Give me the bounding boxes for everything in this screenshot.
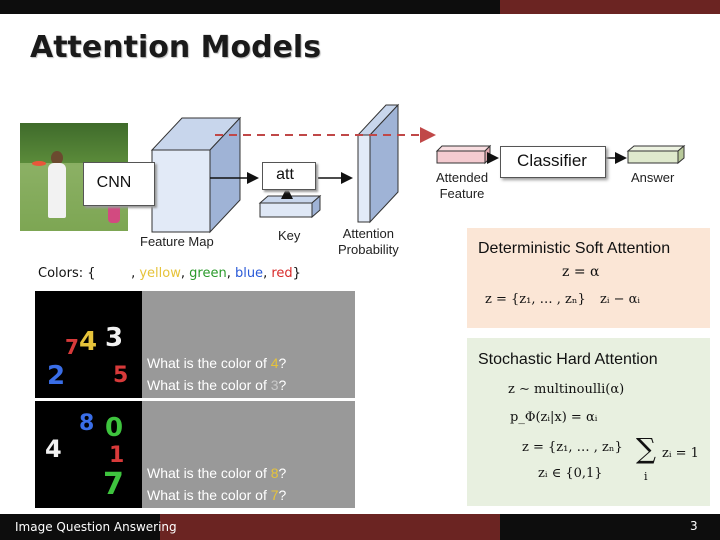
digit-image-1: 4 3 7 2 5 (35, 291, 142, 398)
top-bar-left (0, 0, 500, 14)
digit-glyph: 8 (79, 411, 95, 436)
key-label: Key (278, 228, 301, 243)
question-digit: 7 (270, 487, 279, 503)
attention-probability-line2: Probability (338, 242, 399, 257)
attention-probability-label: Attention Probability (338, 226, 399, 258)
color-yellow: yellow (139, 266, 181, 281)
soft-attention-eq2b: zᵢ − αᵢ (600, 292, 641, 307)
footer-bar-middle (160, 514, 500, 540)
attended-feature-block (435, 144, 492, 165)
digit-glyph: 2 (47, 361, 66, 391)
sum-symbol: ∑ (636, 432, 656, 465)
colors-suffix: } (292, 266, 301, 281)
soft-attention-eq2a: z = {z₁, … , zₙ} (485, 292, 586, 307)
digit-image-2: 8 0 4 1 7 (35, 401, 142, 508)
hard-attention-title: Stochastic Hard Attention (478, 351, 658, 368)
digit-glyph: 7 (65, 335, 79, 359)
question-line: What is the color of 4? (147, 352, 286, 374)
slide-title: Attention Models (30, 30, 322, 65)
question-panel-1: What is the color of 4? What is the colo… (142, 291, 355, 398)
key-block (258, 194, 322, 219)
digit-glyph: 5 (113, 363, 129, 388)
cnn-box (83, 162, 155, 206)
soft-attention-eq1: z = α (562, 264, 600, 280)
question-text: What is the color of (147, 377, 271, 393)
colors-sep: , (263, 266, 272, 281)
hard-attention-eq1: z ∼ multinoulli(α) (508, 382, 625, 397)
classifier-box (500, 146, 606, 178)
colors-sep: , (180, 266, 190, 281)
hard-attention-eq3: z = {z₁, … , zₙ} (522, 440, 623, 455)
hard-attention-eq4: zᵢ ∈ {0,1} (538, 466, 603, 481)
question-mark: ? (278, 355, 287, 371)
color-white: white (95, 266, 132, 281)
question-panel-2: What is the color of 8? What is the colo… (142, 401, 355, 508)
footer-bar-right (500, 514, 720, 540)
person-shape (48, 163, 66, 218)
color-green: green (189, 266, 227, 281)
question-line: What is the color of 7? (147, 484, 286, 506)
color-blue: blue (234, 266, 264, 281)
colors-sep: , (226, 266, 235, 281)
digit-glyph: 1 (109, 443, 125, 468)
question-line: What is the color of 8? (147, 462, 286, 484)
colors-prefix: Colors: { (38, 266, 96, 281)
question-text: What is the color of (147, 465, 271, 481)
color-red: red (271, 266, 293, 281)
question-mark: ? (278, 487, 287, 503)
cnn-label: CNN (96, 174, 132, 191)
question-text: What is the color of (147, 355, 271, 371)
colors-line: Colors: {white, yellow, green, blue, red… (38, 266, 301, 281)
answer-block (626, 144, 686, 165)
top-bar-right (500, 0, 720, 14)
soft-attention-box (467, 228, 710, 328)
attended-feature-line2: Feature (439, 186, 485, 201)
hard-attention-box (467, 338, 710, 506)
sum-rhs: zᵢ = 1 (662, 446, 699, 461)
soft-attention-title: Deterministic Soft Attention (478, 240, 671, 257)
feature-map-block (150, 116, 242, 234)
question-digit: 8 (270, 465, 279, 481)
att-label: att (276, 166, 294, 183)
page-number: 3 (690, 519, 698, 533)
digit-glyph: 3 (105, 323, 124, 353)
colors-sep: , (131, 266, 140, 281)
footer-title: Image Question Answering (15, 520, 177, 534)
question-digit: 3 (270, 377, 279, 393)
digit-glyph: 4 (45, 435, 62, 463)
digit-glyph: 7 (103, 467, 124, 502)
digit-glyph: 0 (105, 413, 124, 443)
attention-probability-line1: Attention (342, 226, 395, 241)
sum-subscript: i (644, 470, 648, 483)
att-box (262, 162, 316, 190)
question-text: What is the color of (147, 487, 271, 503)
question-line: What is the color of 3? (147, 374, 286, 396)
frisbee-shape (32, 161, 46, 166)
attended-feature-label: Attended Feature (436, 170, 488, 202)
classifier-label: Classifier (517, 151, 587, 170)
hard-attention-eq2: p_Φ(zᵢ|x) = αᵢ (510, 410, 598, 425)
attended-feature-line1: Attended (436, 170, 489, 185)
question-digit: 4 (270, 355, 279, 371)
answer-label: Answer (631, 170, 675, 185)
feature-map-label: Feature Map (140, 234, 214, 249)
question-mark: ? (278, 377, 287, 393)
attention-probability-block (356, 103, 400, 224)
digit-glyph: 4 (79, 327, 98, 357)
question-mark: ? (278, 465, 287, 481)
